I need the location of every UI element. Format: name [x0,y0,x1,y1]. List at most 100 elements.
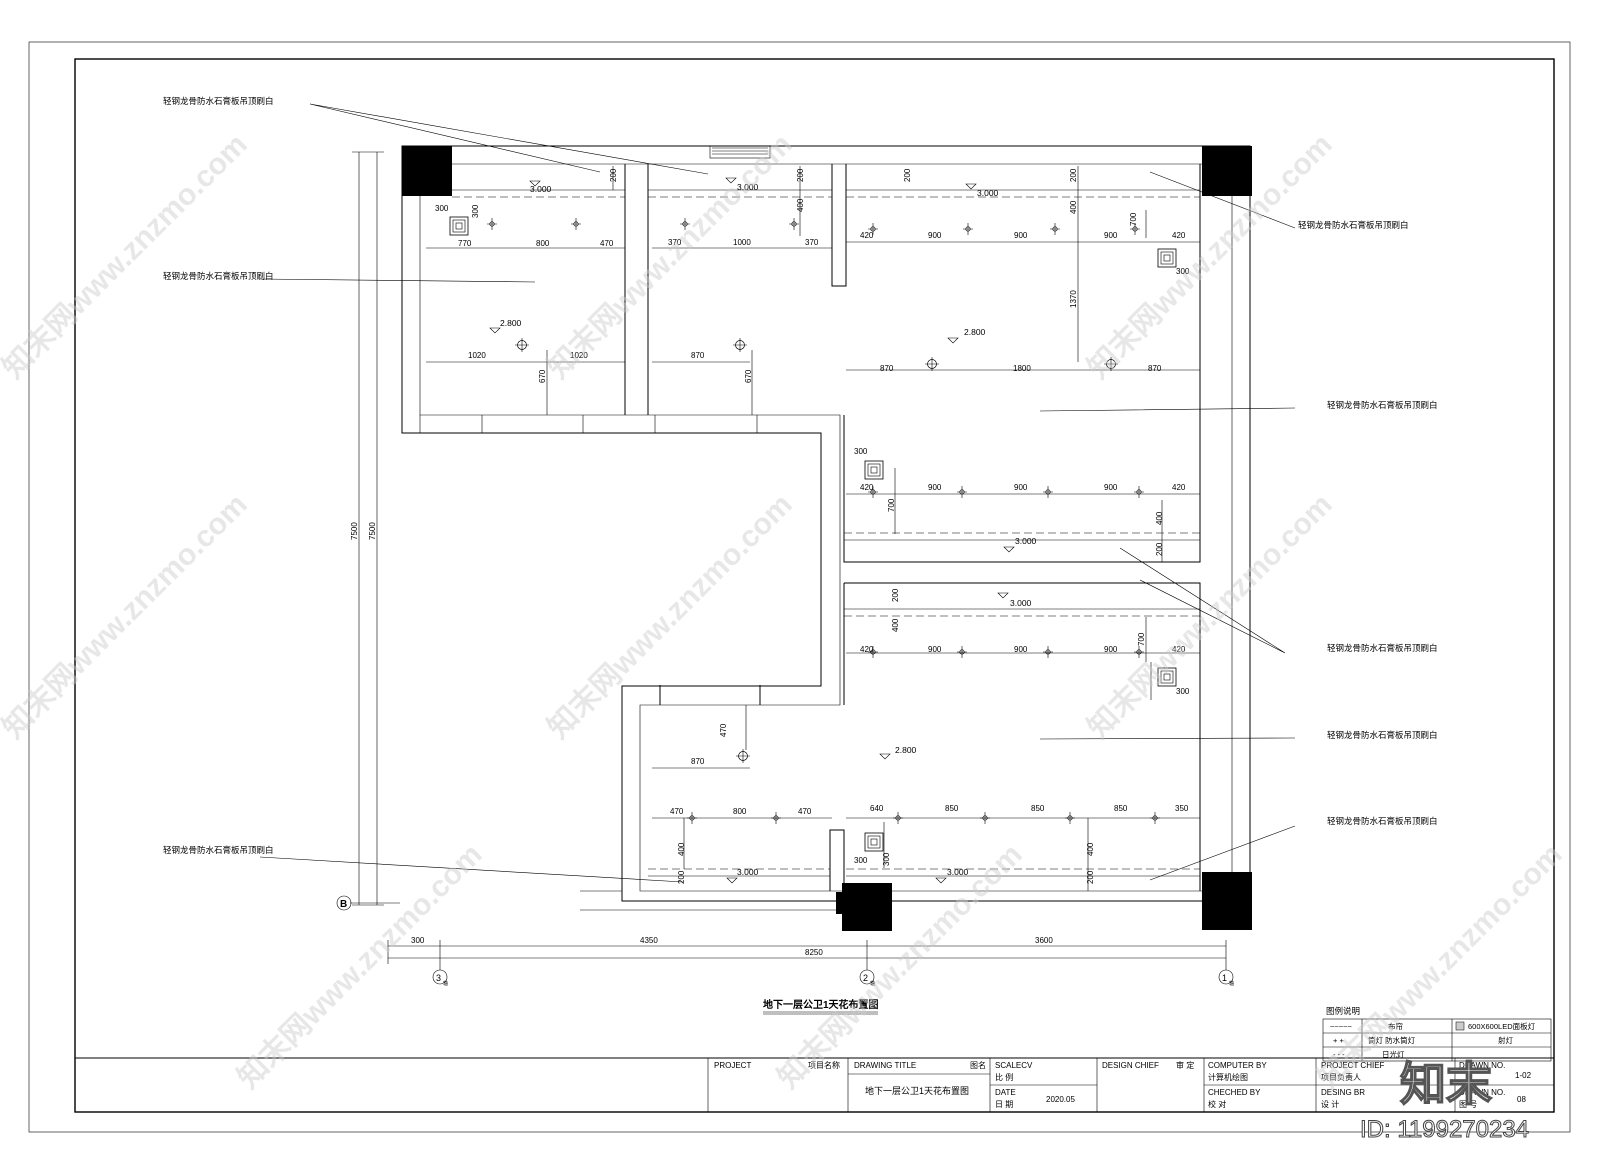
tb-date-cn: 日 期 [995,1100,1013,1109]
dim-label: 800 [733,807,747,816]
callout-label: 轻钢龙骨防水石膏板吊顶刷白 [163,96,274,106]
partition [843,164,1201,563]
grid-bubble-label: 1 [1222,973,1227,983]
level-mark: 3.000 [737,182,759,192]
tb-drawn-no-value: 1-02 [1515,1071,1532,1080]
legend: 图例说明 ~~~~~ 布帘 600X600LED面板灯 + + 筒灯 防水筒灯 … [1322,1006,1552,1062]
spotlight-icon [925,357,939,371]
legend-label: 日光灯 [1382,1049,1405,1059]
callouts: 轻钢龙骨防水石膏板吊顶刷白 轻钢龙骨防水石膏板吊顶刷白 轻钢龙骨防水石膏板吊顶刷… [163,96,1438,855]
tb-design-by-en: DESING BR [1321,1088,1365,1097]
exhaust-fan-icon [864,832,884,852]
dim-label: 850 [1031,804,1045,813]
downlight-icon [980,812,990,824]
column [836,892,848,914]
tb-drawing-title-en: DRAWING TITLE [854,1061,916,1070]
tb-drawn-no2-en: DRAWN NO. [1459,1088,1505,1097]
column [1202,146,1252,196]
tb-date-value: 2020.05 [1046,1095,1075,1104]
outer-wall [401,145,1251,902]
level-mark: 2.800 [895,745,917,755]
watermark-text: 知末网www.znzmo.com [1312,838,1569,1095]
watermark-brand: 知末 [1400,1058,1492,1110]
grid-bubble-label: B [340,899,347,910]
grid-bubbles: B 3 轴 2 轴 1 轴 [336,895,1234,987]
downlight-icon [957,646,967,658]
watermark-text: 知末网www.znzmo.com [0,128,254,385]
legend-label: 布帘 [1388,1021,1403,1031]
dim-label: 300 [854,856,868,865]
grid-bubble-suffix: 轴 [870,980,875,987]
dim-label: 420 [860,645,874,654]
ceiling-levels: 3.000 3.000 3.000 2.800 2.800 3.000 3.00… [489,177,1037,884]
watermark-text: 知末网www.znzmo.com [542,128,799,385]
dim-label: 420 [1172,645,1186,654]
dim-label: 1020 [468,351,486,360]
leader-lines [259,103,1296,883]
overall-dimensions: 7500 7500 300 4350 3600 8250 [350,522,1053,957]
dim-label: 200 [796,168,805,182]
window [709,145,771,159]
dim-label: 900 [1014,645,1028,654]
dim-label: 350 [1175,804,1189,813]
dim-label: 1020 [570,351,588,360]
dim-label: 870 [691,757,705,766]
tb-drawing-title-cn: 图名 [970,1060,986,1070]
dim-label: 300 [1176,267,1190,276]
dim-label: 4350 [640,936,658,945]
level-mark: 3.000 [1010,598,1032,608]
downlight-icon [868,646,878,658]
dim-label: 200 [1086,870,1095,884]
dim-label: 870 [880,364,894,373]
grid-bubble-suffix: 轴 [443,980,448,987]
legend-label: 筒灯 防水筒灯 [1368,1035,1416,1045]
tb-drawing-title-value: 地下一层公卫1天花布置图 [865,1085,969,1096]
legend-label: 射灯 [1498,1035,1514,1045]
dim-label: 700 [1129,212,1138,226]
column [1202,872,1252,930]
legend-label: 600X600LED面板灯 [1468,1021,1536,1031]
downlight-icon [571,218,581,230]
exhaust-fan-icon [449,216,469,236]
tb-design-chief-en: DESIGN CHIEF [1102,1061,1159,1070]
title-block: PROJECT 项目名称 DRAWING TITLE 图名 地下一层公卫1天花布… [75,1057,1554,1112]
watermark-text: 知末网www.znzmo.com [1082,488,1339,745]
grid-bubble-label: 3 [436,973,441,983]
inner-wall-line [419,163,1233,892]
dim-label: 420 [1172,483,1186,492]
dim-label: 470 [719,723,728,737]
column [402,146,452,196]
dim-label: 420 [860,483,874,492]
tb-scale-en: SCALECV [995,1061,1033,1070]
partition [624,164,847,415]
dim-label: 900 [928,231,942,240]
dim-label: 870 [691,351,705,360]
legend-symbol: - - - [1333,1050,1345,1059]
watermark-text: 知末网www.znzmo.com [232,838,489,1095]
legend-symbol: ~~~~~ [1330,1022,1353,1031]
dim-label: 370 [668,238,682,247]
dim-label: 420 [1172,231,1186,240]
spotlight-icon [515,338,529,352]
dim-label: 1000 [733,238,751,247]
dim-label: 870 [1148,364,1162,373]
grid-bubble-suffix: 轴 [1229,980,1234,987]
watermark-text: 知末网www.znzmo.com [0,488,254,745]
downlight-icon [1050,223,1060,235]
dim-label: 400 [891,618,900,632]
dim-label: 470 [600,239,614,248]
spotlight-icon [1104,357,1118,371]
room-dimensions: 200 300 300 770 800 470 1020 1020 670 20… [435,168,1190,884]
dim-label: 700 [1137,632,1146,646]
partition [843,582,1201,891]
dim-label: 300 [435,204,449,213]
dim-label: 300 [882,852,891,866]
downlight-icon [1134,646,1144,658]
tb-project-chief-en: PROJECT CHIEF [1321,1061,1385,1070]
dim-label: 300 [411,936,425,945]
dim-label: 850 [1114,804,1128,813]
dim-label: 200 [903,168,912,182]
tb-computer-en: COMPUTER BY [1208,1061,1267,1070]
light-fixtures [449,216,1177,852]
dim-label: 800 [536,239,550,248]
